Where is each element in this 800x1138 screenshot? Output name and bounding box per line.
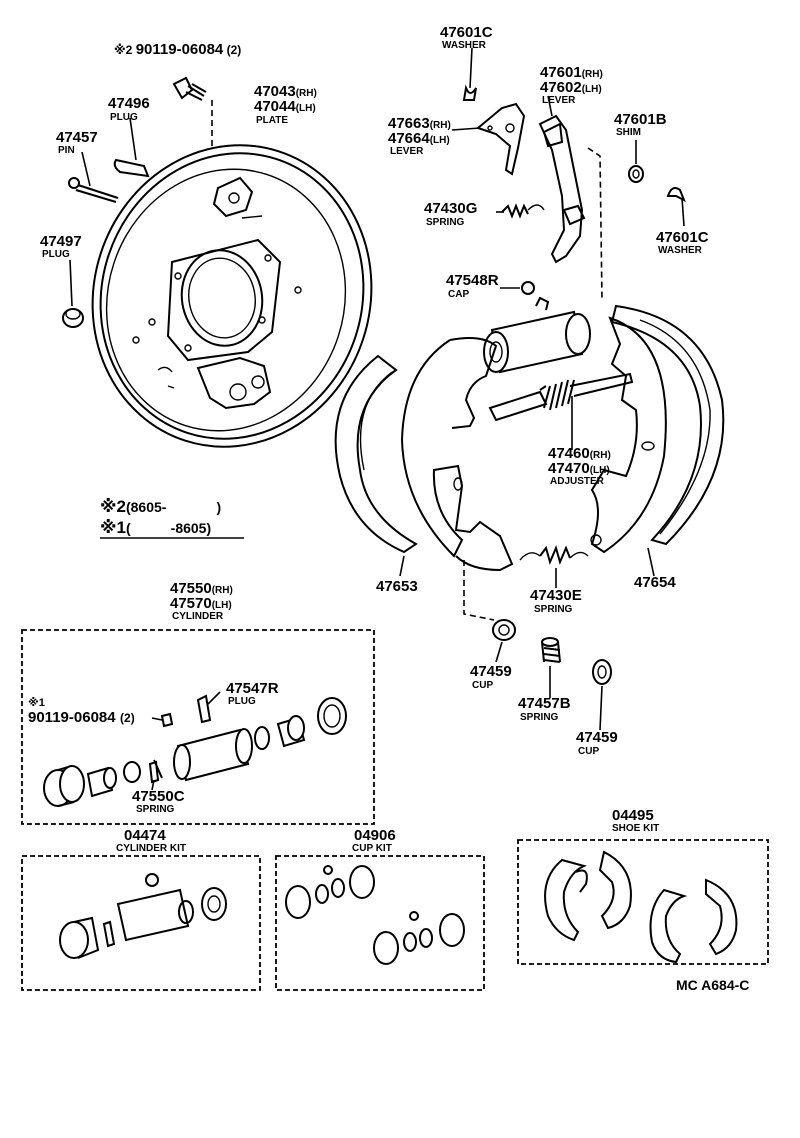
- spring-b: [541, 637, 561, 663]
- shim-label: SHIM: [616, 127, 641, 138]
- washer-right-label: WASHER: [658, 245, 703, 256]
- plate-number-lh: 47044(LH): [254, 98, 316, 115]
- cup-left-label: CUP: [472, 680, 493, 691]
- cup-left: [492, 619, 516, 641]
- cylinder-number-lh: 47570(LH): [170, 595, 232, 612]
- plug-47497: [62, 308, 84, 328]
- shim: [628, 165, 644, 183]
- cylinder-kit-parts: [59, 873, 227, 959]
- washer-top-label: WASHER: [442, 40, 487, 51]
- cylinder-kit-number: 04474: [124, 827, 166, 844]
- spring-c-label: SPRING: [136, 804, 175, 815]
- washer-top: [462, 84, 477, 101]
- spring-g-number: 47430G: [424, 200, 477, 217]
- plate-label: PLATE: [256, 115, 288, 126]
- shoe-web-right: [590, 316, 667, 554]
- shoe-left: [334, 354, 418, 554]
- lever-left-number-lh: 47664(LH): [388, 130, 450, 147]
- cylinder-number-rh: 47550(RH): [170, 580, 233, 597]
- shoe-web-left: [400, 337, 514, 572]
- lever-right-number-rh: 47601(RH): [540, 64, 603, 81]
- washer-top-number: 47601C: [440, 24, 493, 41]
- pin-47457: [68, 177, 119, 203]
- adjuster: [488, 372, 634, 422]
- plug-47496-label: PLUG: [110, 112, 138, 123]
- plug-47547-label: PLUG: [228, 696, 256, 707]
- cylinder-exploded: [43, 694, 347, 807]
- adjuster-number-lh: 47470(LH): [548, 460, 610, 477]
- shoe-right-number: 47654: [634, 574, 676, 591]
- cup-left-number: 47459: [470, 663, 512, 680]
- shoe-kit-box: [517, 839, 769, 965]
- plug-47496: [113, 158, 150, 178]
- lever-right: [538, 114, 603, 301]
- lever-right-label: LEVER: [542, 95, 576, 106]
- pin-guide-line: [463, 560, 495, 621]
- bolt-cyl-label: 90119-06084 (2): [28, 709, 135, 726]
- lever-left-label: LEVER: [390, 146, 424, 157]
- cup-kit-label: CUP KIT: [352, 843, 392, 854]
- cup-kit-number: 04906: [354, 827, 396, 844]
- cup-kit-box: [275, 855, 485, 991]
- plug-47497-number: 47497: [40, 233, 82, 250]
- diagram-code: MC A684-C: [676, 977, 749, 993]
- spring-b-number: 47457B: [518, 695, 571, 712]
- cup-right-number: 47459: [576, 729, 618, 746]
- spring-e-label: SPRING: [534, 604, 573, 615]
- spring-c-number: 47550C: [132, 788, 185, 805]
- cylinder-kit-label: CYLINDER KIT: [116, 843, 186, 854]
- lever-right-number-lh: 47602(LH): [540, 79, 602, 96]
- cap: [521, 281, 535, 295]
- plug-47497-label: PLUG: [42, 249, 70, 260]
- leader-lines: [69, 47, 685, 791]
- shoe-left-number: 47653: [376, 578, 418, 595]
- shoe-kit-number: 04495: [612, 807, 654, 824]
- plate-number-rh: 47043(RH): [254, 83, 317, 100]
- spring-g-label: SPRING: [426, 217, 465, 228]
- note-2: ※2(8605-): [100, 497, 221, 516]
- plug-47547-number: 47547R: [226, 680, 279, 697]
- adjuster-label: ADJUSTER: [550, 476, 605, 487]
- spring-g: [501, 203, 545, 219]
- bolt-top-label: ※2 90119-06084 (2): [114, 41, 241, 58]
- lever-left-number-rh: 47663(RH): [388, 115, 451, 132]
- lever-left: [475, 102, 526, 176]
- cap-number: 47548R: [446, 272, 499, 289]
- pin-47457-label: PIN: [58, 145, 75, 156]
- backing-plate: [91, 100, 373, 448]
- note-1: ※1(-8605): [100, 518, 211, 537]
- cap-label: CAP: [448, 289, 469, 300]
- bolt-top: [172, 76, 207, 101]
- spring-b-label: SPRING: [520, 712, 559, 723]
- cup-right-label: CUP: [578, 746, 599, 757]
- shoe-kit-label: SHOE KIT: [612, 823, 659, 834]
- spring-e: [519, 545, 589, 565]
- washer-right: [666, 187, 686, 203]
- cup-right: [592, 659, 612, 685]
- pin-47457-number: 47457: [56, 129, 98, 146]
- shoe-right: [610, 304, 725, 546]
- cup-kit-parts: [285, 865, 465, 965]
- shoe-kit-parts: [544, 850, 738, 964]
- cylinder-box: [21, 629, 375, 825]
- shim-number: 47601B: [614, 111, 667, 128]
- spring-e-number: 47430E: [530, 587, 582, 604]
- plug-47496-number: 47496: [108, 95, 150, 112]
- wheel-cylinder-assembly: [483, 296, 591, 374]
- adjuster-number-rh: 47460(RH): [548, 445, 611, 462]
- bolt-cyl-star: ※1: [28, 697, 45, 709]
- cylinder-kit-box: [21, 855, 261, 991]
- washer-right-number: 47601C: [656, 229, 709, 246]
- cylinder-label: CYLINDER: [172, 611, 224, 622]
